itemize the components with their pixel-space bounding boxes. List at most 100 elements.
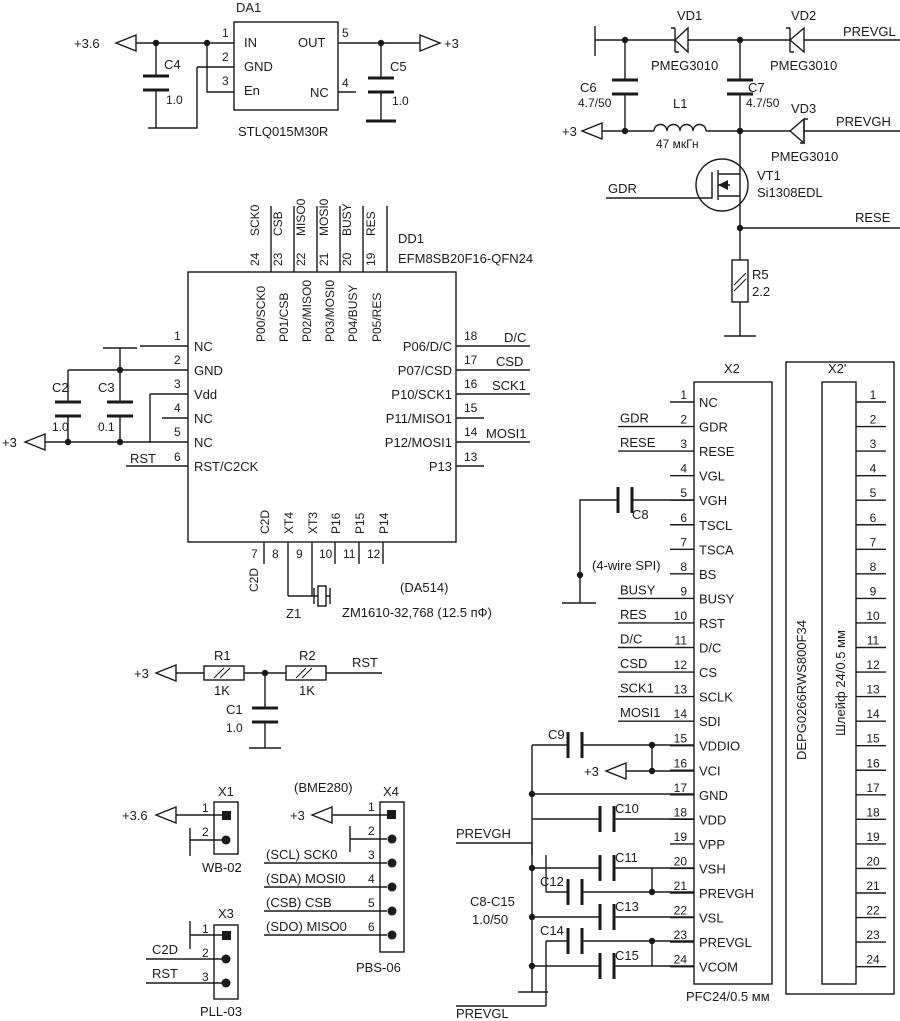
dd1-pin-num-23: 23 xyxy=(271,252,285,266)
vd2-diode-icon xyxy=(788,26,805,54)
vd2-bar xyxy=(786,27,794,53)
x4-pin-num-2: 2 xyxy=(368,824,375,838)
c1-plates xyxy=(252,706,278,724)
c2-c3-plates xyxy=(55,400,133,418)
net-rese-boost: RESE xyxy=(855,210,891,225)
vd3-part: PMEG3010 xyxy=(771,149,838,164)
x3-pin-num-2: 2 xyxy=(202,946,209,960)
reset-net-rst: RST xyxy=(352,655,378,670)
dd1-top-pin-leads xyxy=(270,206,388,272)
junction-dot xyxy=(64,438,72,446)
dd1-pin-name-19: P05/RES xyxy=(370,293,384,342)
x4-net: +3 xyxy=(290,808,305,823)
x2-net-prevgl: PREVGL xyxy=(456,1006,509,1021)
dd1-pin-num-8: 8 xyxy=(272,547,279,561)
dd1-pin-name-23: P01/CSB xyxy=(277,293,291,342)
c9-plates xyxy=(566,732,584,758)
x1-ref: X1 xyxy=(218,784,234,799)
da1-pin-num-5: 5 xyxy=(342,26,349,40)
dd1-left-pin-leads xyxy=(68,345,188,467)
junction-dot xyxy=(621,127,629,135)
dd1-gnd-bar xyxy=(103,347,137,370)
dd1-pin-name-2: GND xyxy=(194,363,223,378)
x4-pin-num-6: 6 xyxy=(368,920,375,934)
x2b-ref: X2' xyxy=(828,361,846,376)
x2-pin-num: 7 xyxy=(680,535,687,549)
crystal-icon xyxy=(317,585,327,607)
c9-wires xyxy=(532,744,694,771)
x2-net-label: CSD xyxy=(620,656,647,671)
c3-value: 0.1 xyxy=(98,420,115,434)
c13-ref: C13 xyxy=(615,899,639,914)
dd1-top-net-csb: CSB xyxy=(271,211,285,236)
da1-body xyxy=(233,21,339,111)
junction-dot xyxy=(377,39,385,47)
dd1-pin-name-6: RST/C2CK xyxy=(194,459,259,474)
da1-out-net: +3 xyxy=(444,36,459,51)
x4-label-3: (SCL) SCK0 xyxy=(266,847,338,862)
dd1-pin-name-8: XT4 xyxy=(282,512,296,534)
dd1-pin-name-1: NC xyxy=(194,339,213,354)
junction-dot xyxy=(576,571,584,579)
dd1-ref: DD1 xyxy=(398,231,424,246)
x1-body xyxy=(213,801,239,855)
dd1-pin-name-12: P14 xyxy=(377,512,391,534)
dd1-pin-num-3: 3 xyxy=(174,377,181,391)
x3-pin3-pad xyxy=(221,978,231,988)
x2-pin-name: SCLK xyxy=(699,690,733,705)
dd1-pin-num-22: 22 xyxy=(294,252,308,266)
c14-plates xyxy=(566,928,584,954)
x2-pin-num: 18 xyxy=(674,805,688,819)
x2-pin-num: 9 xyxy=(680,584,687,598)
x2-pin-num: 22 xyxy=(674,904,688,918)
net-prevgl-top: PREVGL xyxy=(843,24,896,39)
x4-pin-pad xyxy=(387,858,397,868)
x2b-pin-num: 10 xyxy=(866,609,880,623)
x2-ref: X2 xyxy=(724,361,740,376)
r1-resistor-icon xyxy=(203,665,245,681)
c7-plates xyxy=(727,78,753,96)
c12-ref: C12 xyxy=(540,874,564,889)
dd1-pin-num-12: 12 xyxy=(367,547,381,561)
x1-pin1-pad xyxy=(222,811,231,820)
dd1-pin-num-19: 19 xyxy=(364,252,378,266)
x4-pin-pad xyxy=(387,882,397,892)
x4-pin-num-5: 5 xyxy=(368,896,375,910)
da1-pin-name-3: En xyxy=(244,83,260,98)
x4-ref: X4 xyxy=(383,784,399,799)
x4-body xyxy=(379,801,405,953)
vt1-part: Si1308EDL xyxy=(757,185,823,200)
da1-pin-name-4: NC xyxy=(310,85,329,100)
x2-pin-num: 3 xyxy=(680,437,687,451)
c7-ref: C7 xyxy=(748,80,765,95)
r5-hatch xyxy=(733,272,747,292)
boost-v3-net: +3 xyxy=(562,124,577,139)
x2b-pin-num: 11 xyxy=(867,634,880,648)
junction-dot xyxy=(648,888,656,896)
c14-wires xyxy=(456,940,694,1007)
x4-flag-icon xyxy=(310,805,333,825)
dd1-net-c2d: C2D xyxy=(247,568,261,592)
junction-dot xyxy=(648,937,656,945)
x2-pin-num: 12 xyxy=(674,658,688,672)
x2b-pin-num: 21 xyxy=(866,879,880,893)
dd1-net-rst: RST xyxy=(130,451,156,466)
x1-pin2-pad xyxy=(221,835,231,845)
net-gdr-boost: GDR xyxy=(608,181,637,196)
junction-dot xyxy=(648,741,656,749)
l1-ref: L1 xyxy=(673,96,687,111)
x2-pin-num: 17 xyxy=(674,781,688,795)
da1-in-net: +3.6 xyxy=(74,36,100,51)
x2-pin-num: 8 xyxy=(680,560,687,574)
x3-pin-num-3: 3 xyxy=(202,970,209,984)
net-prevgh-top: PREVGH xyxy=(836,114,891,129)
dd1-pin-name-11: P15 xyxy=(353,512,367,534)
x2b-pin-num: 20 xyxy=(866,855,880,869)
x2-pin-num: 23 xyxy=(674,928,688,942)
x2-pin-name: CS xyxy=(699,665,717,680)
dd1-pin-num-24: 24 xyxy=(248,252,262,266)
dd1-pin-name-7: C2D xyxy=(258,510,272,534)
x2-net-label: MOSI1 xyxy=(620,705,660,720)
dd1-pin-num-2: 2 xyxy=(174,353,181,367)
dd1-pin-num-13: 13 xyxy=(464,450,478,464)
